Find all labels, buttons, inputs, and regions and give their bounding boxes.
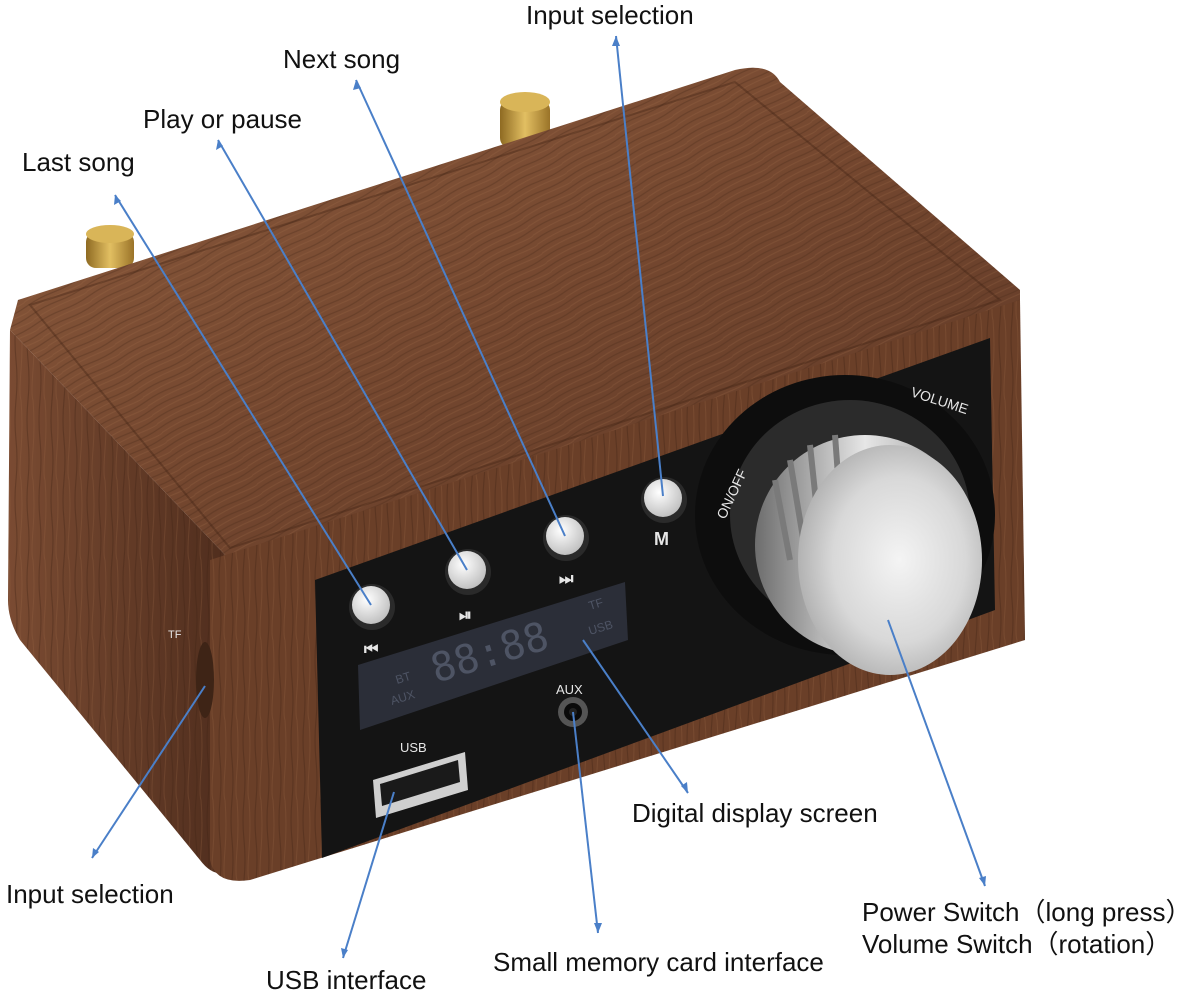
callout-input-selection-left: Input selection bbox=[6, 879, 174, 909]
mode-button-label: M bbox=[654, 529, 669, 549]
callout-play-or-pause: Play or pause bbox=[143, 104, 302, 134]
callout-power-switch: Power Switch（long press） bbox=[862, 897, 1192, 927]
play-pause-button[interactable] bbox=[445, 549, 491, 595]
lcd-tf: TF bbox=[587, 595, 605, 613]
prev-symbol-icon: ⏮ bbox=[364, 641, 378, 658]
callout-next-song: Next song bbox=[283, 44, 401, 74]
leader-usb bbox=[342, 791, 395, 959]
control-buttons[interactable] bbox=[349, 477, 687, 630]
callout-usb-interface: USB interface bbox=[266, 965, 427, 995]
usb-label: USB bbox=[400, 740, 427, 755]
next-symbol-icon: ⏭ bbox=[559, 571, 574, 588]
callout-digital-display-screen: Digital display screen bbox=[632, 798, 878, 828]
last-song-button[interactable] bbox=[349, 584, 395, 630]
tf-side-label: TF bbox=[168, 629, 182, 641]
next-song-button[interactable] bbox=[543, 515, 589, 561]
lcd-aux: AUX bbox=[389, 687, 417, 708]
lcd-usb: USB bbox=[587, 617, 615, 638]
aux-label: AUX bbox=[556, 682, 583, 697]
tf-card-slot bbox=[196, 642, 214, 718]
playpause-symbol-icon: ⏯ bbox=[459, 607, 472, 624]
callout-small-memory-card-interface: Small memory card interface bbox=[493, 947, 824, 977]
leader-play-pause bbox=[217, 139, 468, 571]
leader-input-selection-top bbox=[615, 35, 664, 497]
leader-lines bbox=[91, 35, 986, 959]
callout-volume-switch: Volume Switch（rotation） bbox=[862, 929, 1172, 959]
callout-input-selection-top: Input selection bbox=[526, 0, 694, 30]
usb-port[interactable] bbox=[373, 752, 468, 818]
lcd-bt: BT bbox=[394, 669, 413, 687]
leader-display bbox=[582, 639, 689, 794]
mode-button[interactable] bbox=[641, 477, 687, 523]
leader-power bbox=[887, 619, 986, 887]
volume-knob[interactable] bbox=[695, 375, 995, 675]
callout-last-song: Last song bbox=[22, 147, 135, 177]
leader-last-song bbox=[114, 194, 372, 606]
leader-next-song bbox=[355, 79, 566, 537]
leader-input-selection-left bbox=[91, 685, 206, 859]
speaker-terminals bbox=[86, 92, 550, 268]
leader-arrowheads bbox=[92, 36, 986, 958]
leader-memory-card bbox=[572, 711, 599, 934]
